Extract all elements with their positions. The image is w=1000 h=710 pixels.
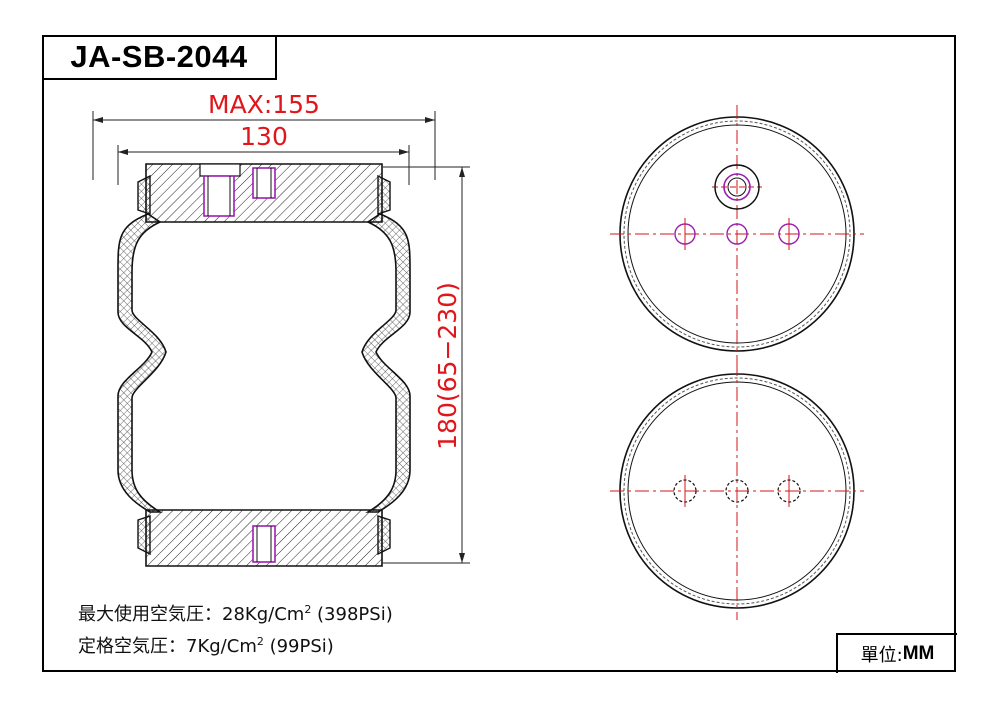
bellows-left-wall: [117, 213, 167, 513]
unit-label: 單位:: [860, 645, 903, 666]
unit-value: MM: [902, 643, 935, 664]
max-pressure-psi: (398PSi): [311, 604, 393, 625]
top-plate: [145, 163, 383, 223]
bottom-plate: [145, 509, 383, 567]
max-pressure-label: 最大使用空気圧：28Kg/Cm: [78, 604, 305, 625]
max-width-label: MAX:155: [208, 90, 320, 119]
width-label: 130: [240, 122, 288, 151]
part-number-title: JA-SB-2044: [43, 36, 277, 80]
rated-pressure-label: 定格空気圧：7Kg/Cm: [78, 636, 257, 657]
max-pressure-exponent: 2: [304, 603, 312, 616]
max-pressure-spec: 最大使用空気圧：28Kg/Cm2 (398PSi): [78, 600, 393, 626]
bellows-right-wall: [361, 213, 411, 513]
rated-pressure-exponent: 2: [256, 635, 264, 648]
top-view: [610, 105, 864, 363]
rated-pressure-psi: (99PSi): [263, 636, 334, 657]
bottom-view: [610, 362, 864, 620]
rated-pressure-spec: 定格空気圧：7Kg/Cm2 (99PSi): [78, 632, 334, 658]
height-label: 180(65−230): [433, 282, 462, 450]
unit-box: 單位:MM: [836, 633, 957, 673]
side-view: MAX:155 130 180(65−230): [92, 90, 470, 567]
sheet-border: [42, 35, 956, 672]
